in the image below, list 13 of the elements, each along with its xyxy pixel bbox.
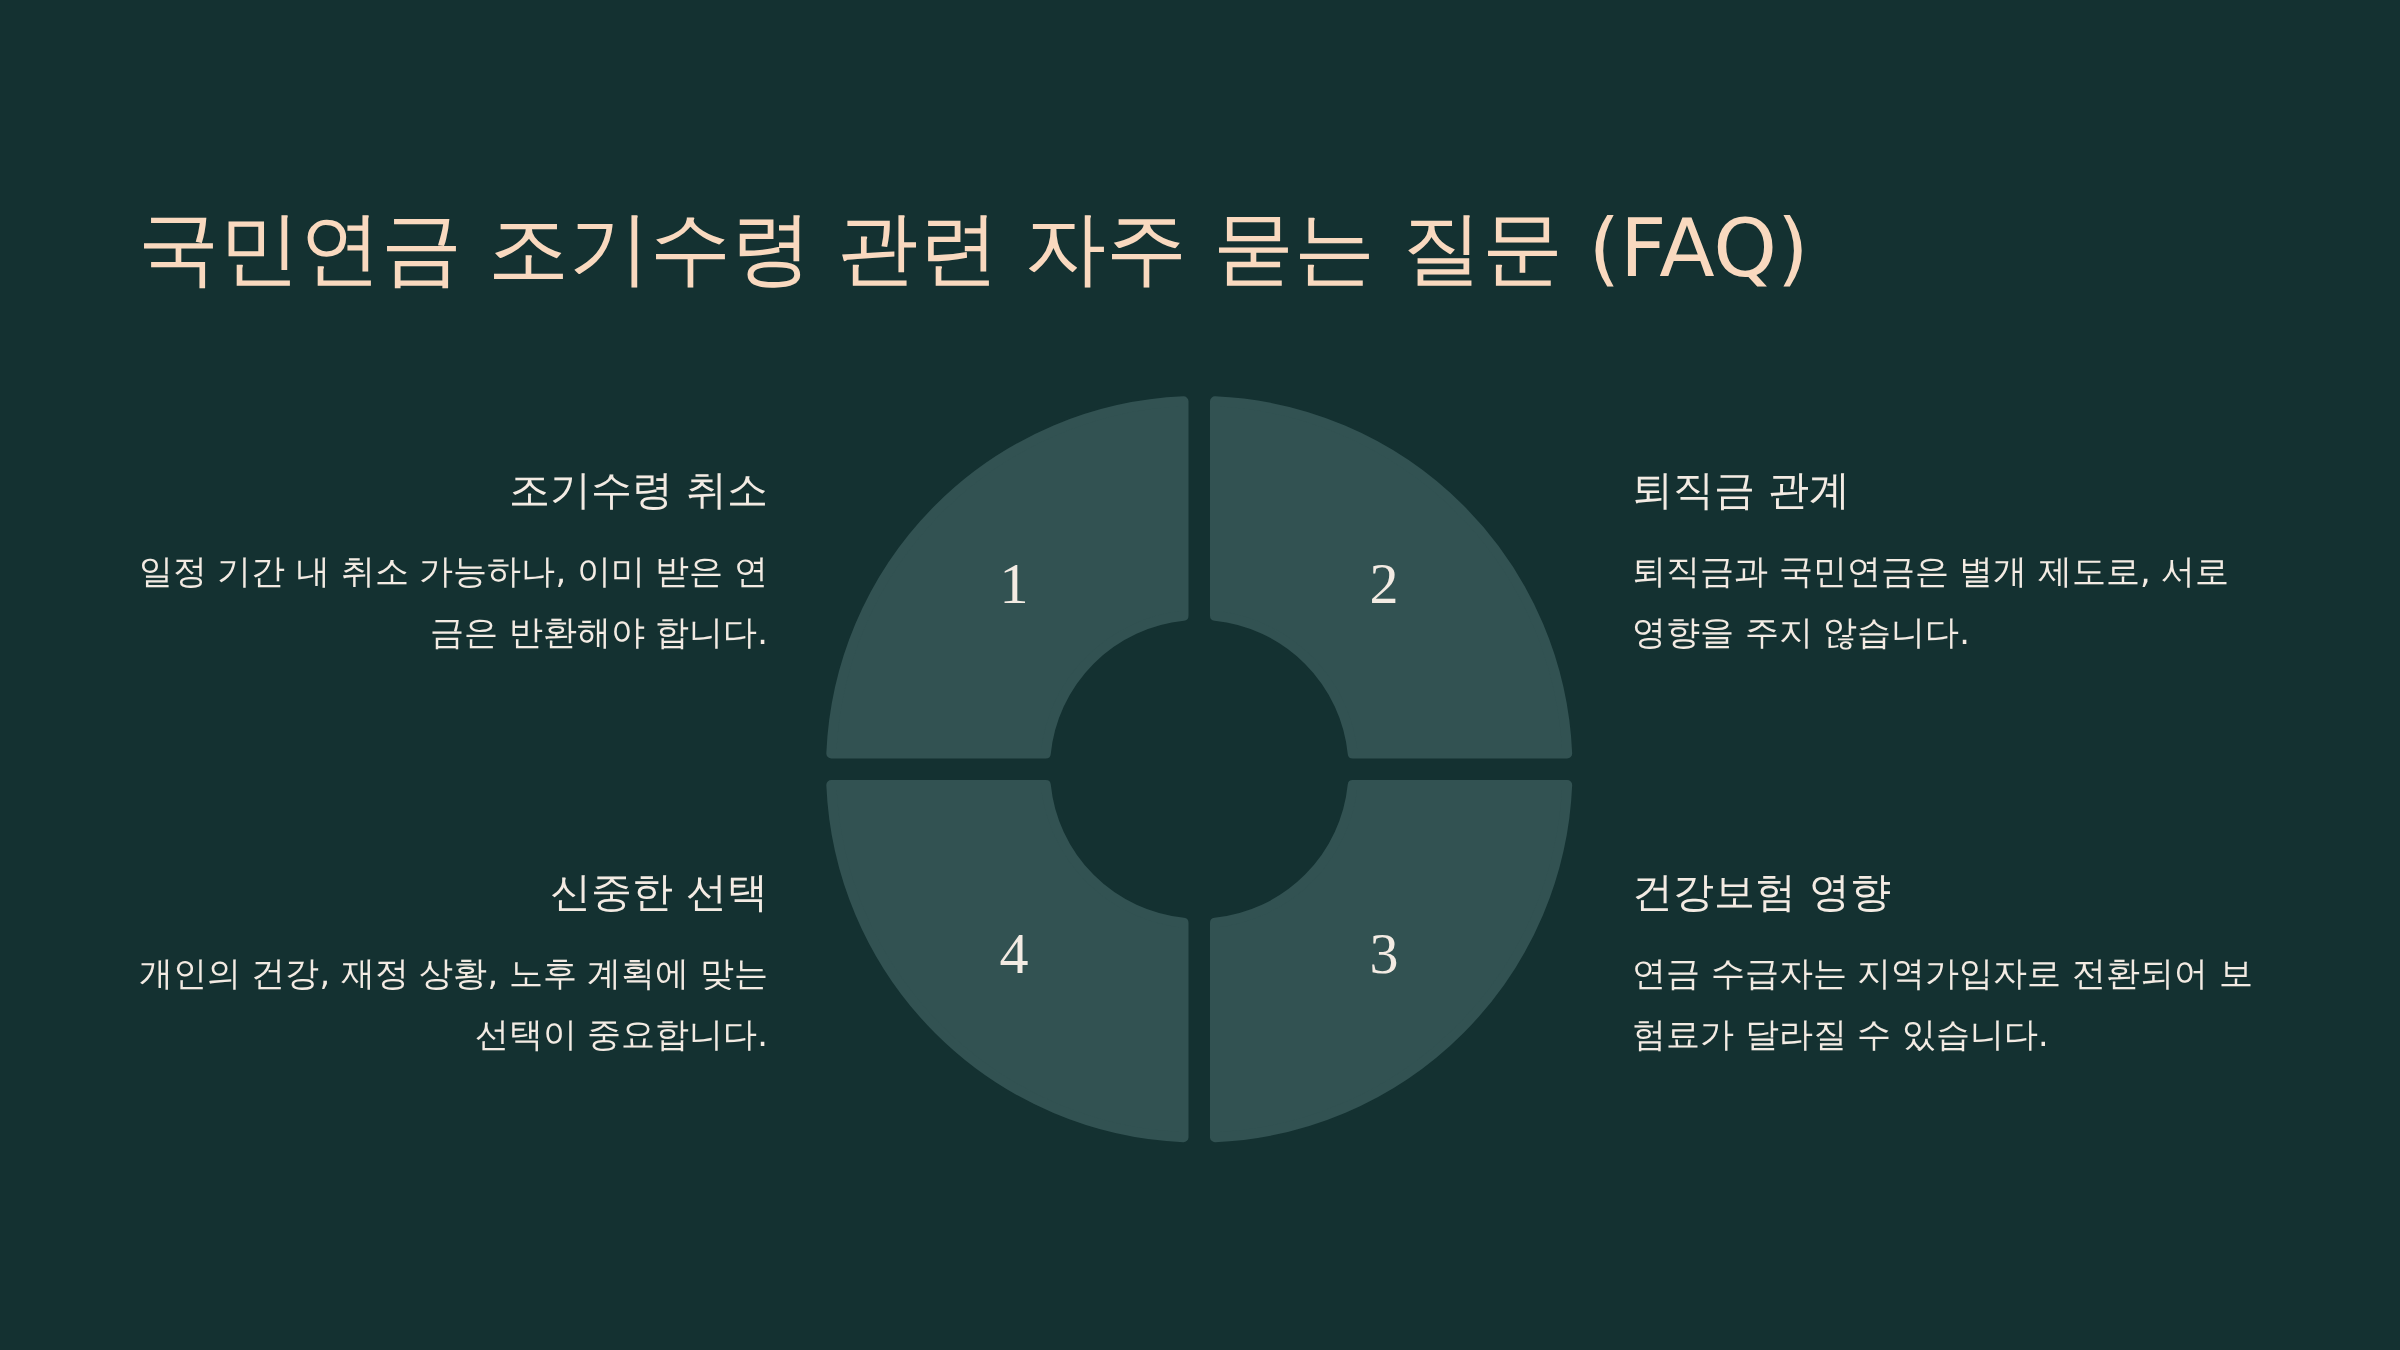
faq-answer: 연금 수급자는 지역가입자로 전환되어 보험료가 달라질 수 있습니다. — [1632, 953, 2254, 1056]
title: 국민연금 조기수령 관련 자주 묻는 질문 (FAQ) — [138, 200, 1809, 297]
segment-number: 4 — [999, 925, 1029, 983]
faq-heading: 퇴직금 관계 — [1632, 465, 1852, 515]
segment-number: 1 — [999, 555, 1029, 613]
segment-number: 2 — [1369, 555, 1399, 613]
faq-heading: 신중한 선택 — [548, 867, 768, 917]
faq-answer: 퇴직금과 국민연금은 별개 제도로, 서로 영향을 주지 않습니다. — [1632, 551, 2231, 654]
segment-number: 3 — [1369, 925, 1399, 983]
faq-answer: 일정 기간 내 취소 가능하나, 이미 받은 연금은 반환해야 합니다. — [137, 551, 768, 654]
faq-heading: 건강보험 영향 — [1632, 867, 1893, 917]
faq-answer: 개인의 건강, 재정 상황, 노후 계획에 맞는 선택이 중요합니다. — [137, 953, 768, 1056]
faq-heading: 조기수령 취소 — [507, 465, 768, 515]
